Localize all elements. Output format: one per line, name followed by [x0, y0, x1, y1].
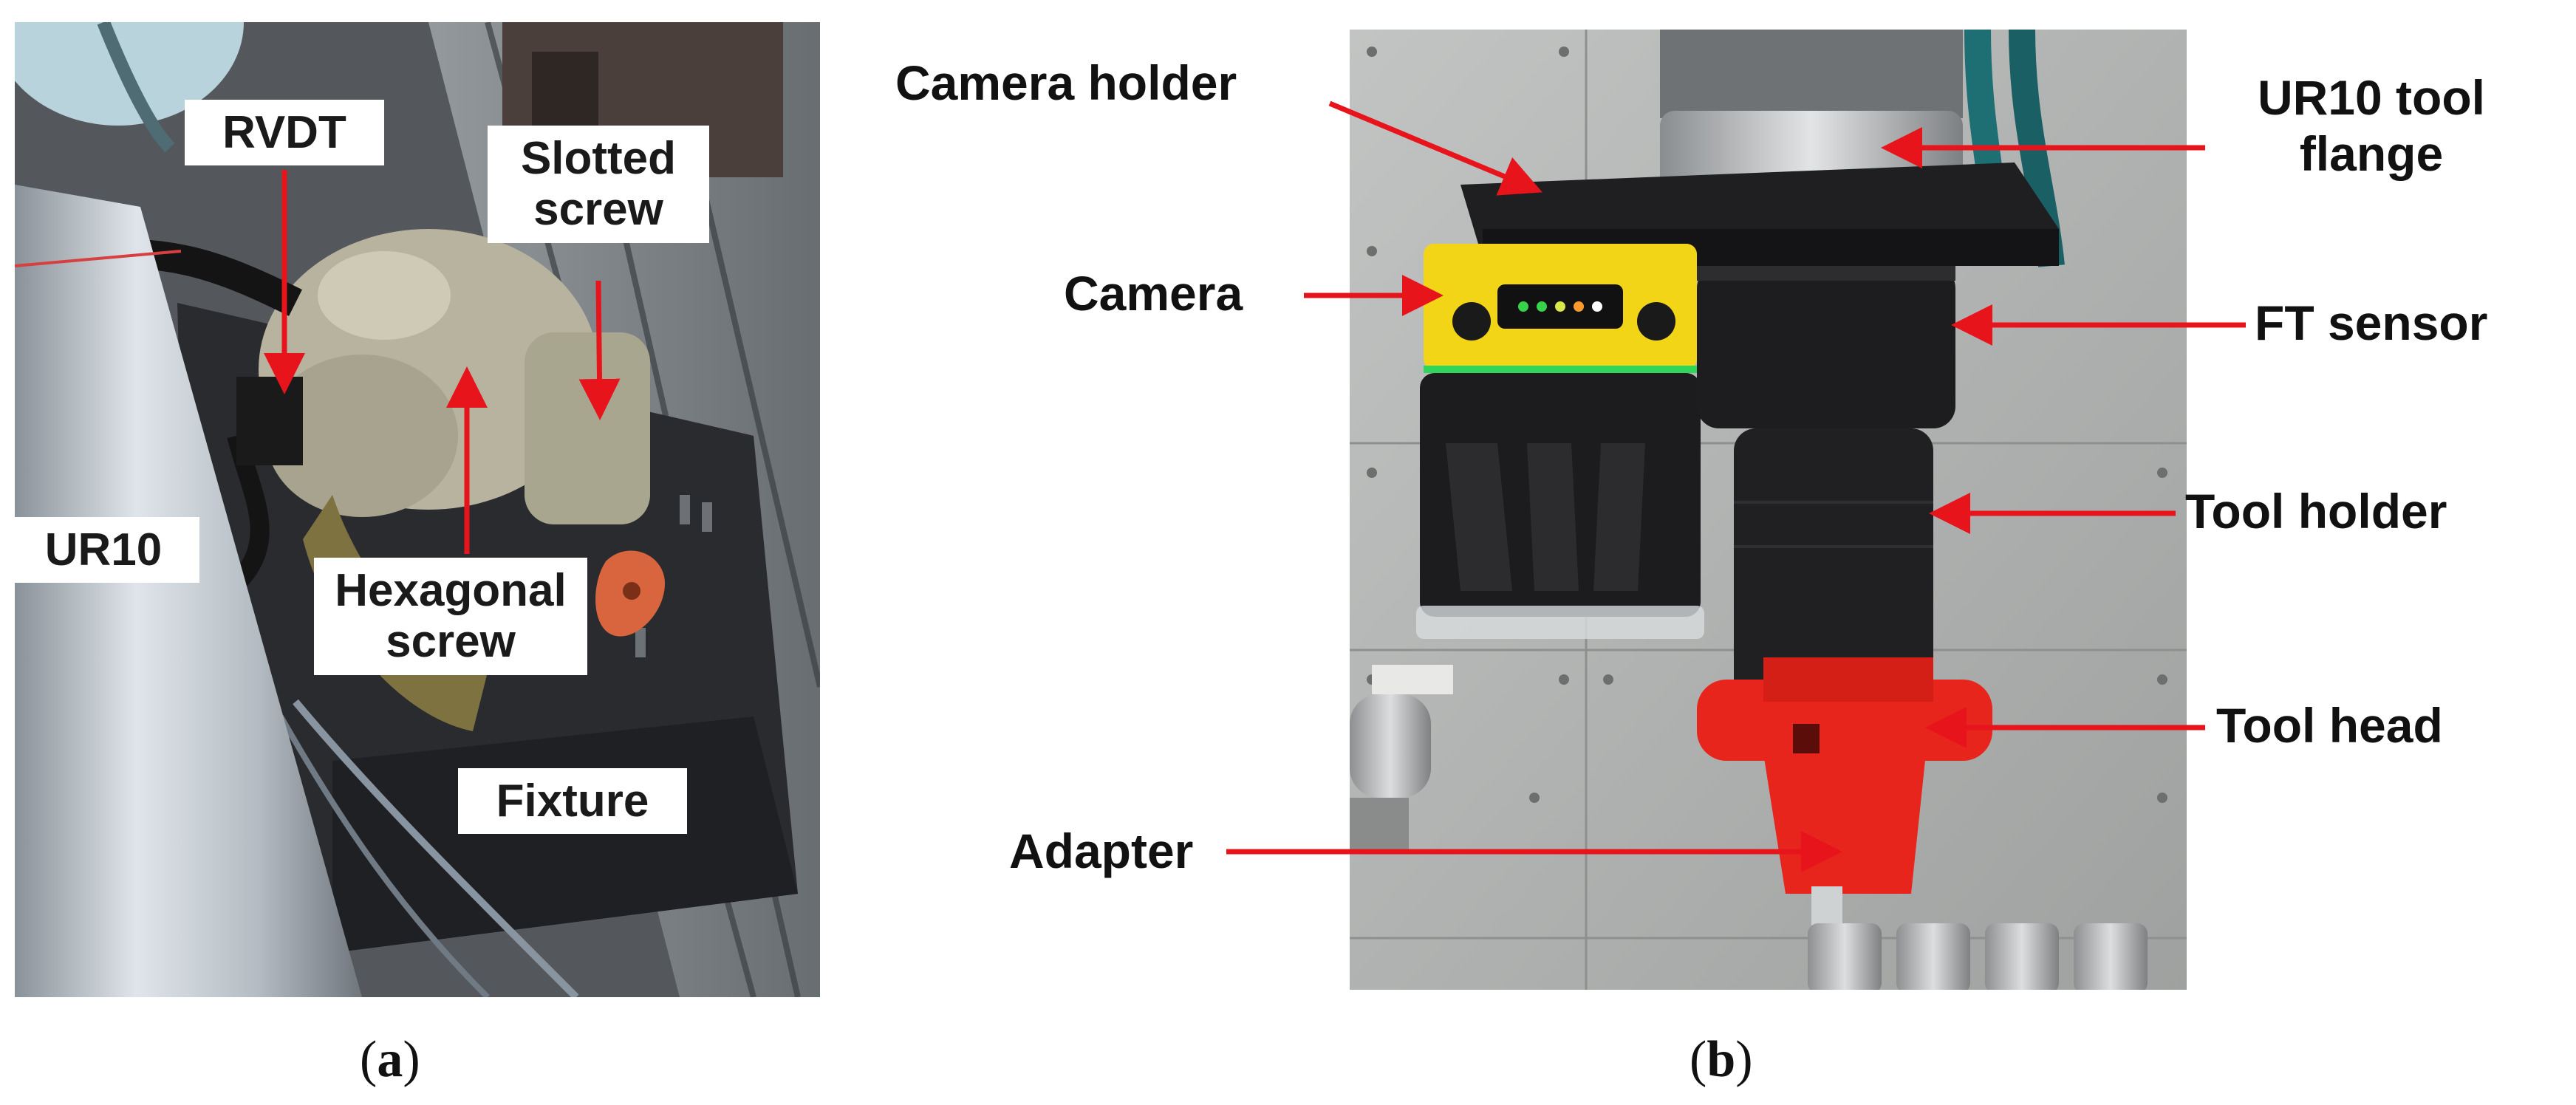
- caption-b-letter: b: [1706, 1031, 1736, 1088]
- label-rvdt: RVDT: [185, 100, 384, 166]
- callout-camera: Camera: [1064, 266, 1243, 321]
- callout-camera-holder: Camera holder: [895, 55, 1237, 110]
- label-slotted-screw-text: Slotted screw: [520, 133, 677, 236]
- label-slotted-screw: Slotted screw: [488, 126, 709, 243]
- photo-panel-b: [1350, 30, 2187, 990]
- label-ur10: UR10: [15, 517, 199, 584]
- label-fixture: Fixture: [458, 768, 687, 835]
- callout-adapter: Adapter: [1009, 824, 1194, 878]
- label-hexagonal-screw: Hexagonal screw: [314, 558, 587, 675]
- caption-a: (a): [360, 1031, 420, 1088]
- callout-ur10-tool-flange-text: UR10 tool flange: [2257, 70, 2486, 181]
- label-hexagonal-screw-text: Hexagonal screw: [335, 565, 567, 668]
- caption-b: (b): [1690, 1031, 1753, 1088]
- callout-tool-holder: Tool holder: [2185, 484, 2447, 538]
- callout-ur10-tool-flange: UR10 tool flange: [2209, 70, 2534, 182]
- photo-panel-a: RVDT Slotted screw UR10 Hexagonal screw …: [15, 22, 820, 997]
- caption-a-letter: a: [377, 1031, 403, 1088]
- callout-ft-sensor: FT sensor: [2255, 295, 2488, 350]
- callout-tool-head: Tool head: [2216, 698, 2443, 753]
- tool-photo: [1350, 30, 2187, 990]
